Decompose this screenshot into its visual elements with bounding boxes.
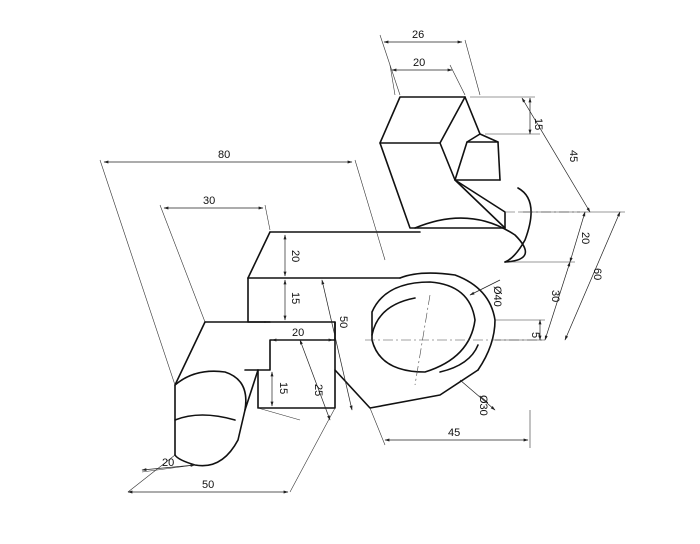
dim-20-top: 20 [413,57,425,69]
dim-30-left: 30 [203,195,215,207]
extension-lines [99,34,625,493]
dim-15-slot: 15 [277,382,289,394]
dim-45-right: 45 [567,150,579,162]
top-block [379,96,506,229]
dim-15-arm: 15 [289,292,301,304]
dim-80: 80 [218,149,230,161]
dim-25-slot: 25 [312,384,324,396]
dim-45-bottom: 45 [448,427,460,439]
rounded-foot [174,370,247,467]
dim-50-bottom: 50 [202,479,214,491]
dim-30-right: 30 [549,290,561,302]
front-face [334,272,496,409]
dimension-lines [103,40,621,494]
dim-20-slot: 20 [292,327,304,339]
dimension-labels: 26 20 15 45 20 60 30 5 Ø40 Ø30 80 30 20 … [162,29,603,491]
dim-5-right: 5 [529,332,541,338]
dim-dia40: Ø40 [491,286,503,307]
part-outline [174,96,532,467]
dim-60-right: 60 [591,268,603,280]
lower-leg [174,321,336,456]
boss-cylinder [414,187,532,263]
dim-15-top: 15 [532,118,544,130]
dim-dia30: Ø30 [477,395,489,416]
dim-20-arm: 20 [289,250,301,262]
dim-20-bottom: 20 [162,457,174,469]
dim-20-right: 20 [579,232,591,244]
dim-50-mid: 50 [337,316,349,328]
dim-26: 26 [412,29,424,41]
